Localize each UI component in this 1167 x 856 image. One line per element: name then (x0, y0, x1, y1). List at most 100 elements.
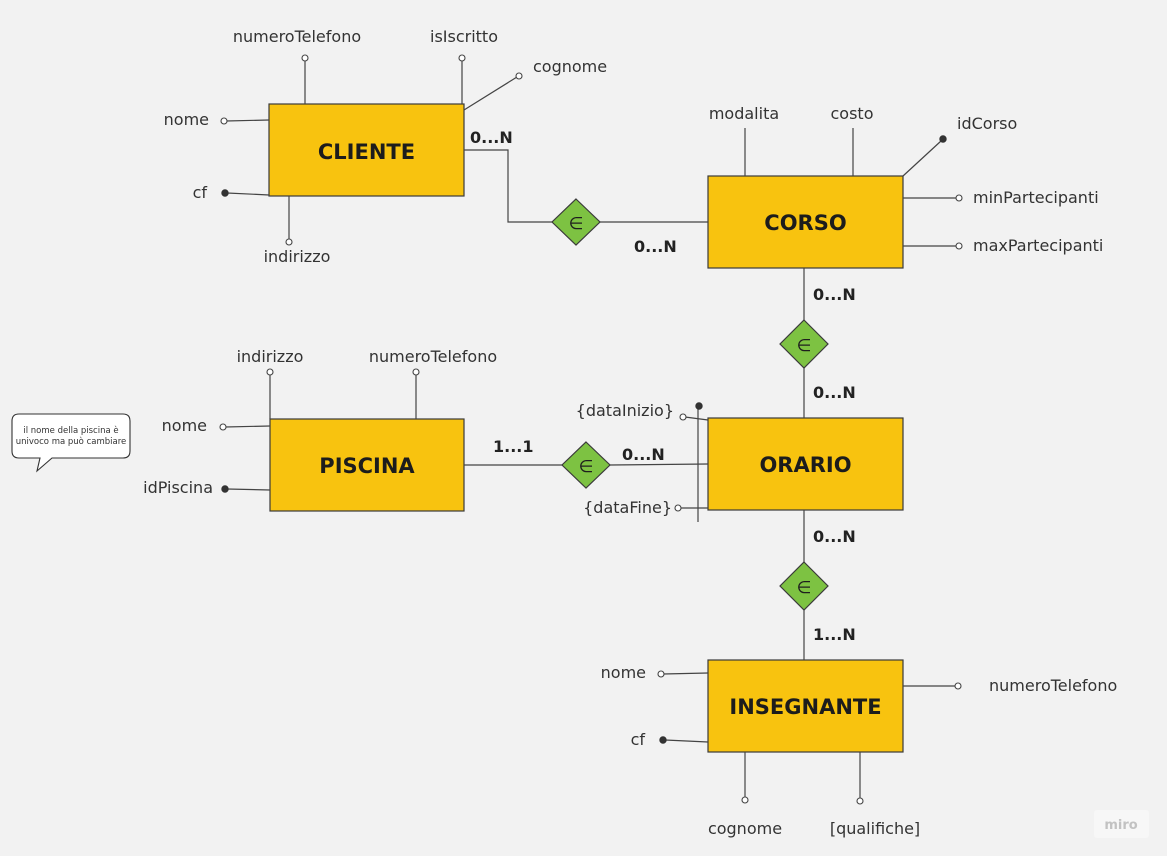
attr-open-dot-icon (954, 682, 962, 690)
attr-orario-composite-id[interactable] (695, 402, 703, 522)
attr-label: costo (831, 104, 874, 123)
attr-cliente-nome[interactable]: nome (164, 110, 270, 129)
attr-insegnante-cf[interactable]: cf (631, 730, 709, 749)
attr-label: numeroTelefono (989, 676, 1117, 695)
attr-open-dot-icon (679, 413, 687, 421)
attr-orario-dataInizio[interactable]: {dataInizio} (576, 401, 709, 421)
attr-label: nome (164, 110, 209, 129)
attr-insegnante-qualifiche[interactable]: [qualifiche] (830, 752, 920, 838)
attr-key-dot-icon (695, 402, 703, 410)
attr-label: nome (162, 416, 207, 435)
attr-label: modalita (709, 104, 779, 123)
entity-orario-box[interactable] (707, 417, 904, 511)
attr-cliente-cf[interactable]: cf (193, 183, 270, 202)
entity-cliente[interactable]: CLIENTE (268, 103, 465, 197)
relationship-diamond[interactable] (561, 441, 611, 489)
attr-cliente-numeroTelefono[interactable]: numeroTelefono (233, 27, 361, 104)
attr-open-dot-icon (741, 796, 749, 804)
attr-label: isIscritto (430, 27, 498, 46)
attr-piscina-idPiscina[interactable]: idPiscina (143, 478, 271, 497)
attr-open-dot-icon (219, 423, 227, 431)
entity-cliente-box[interactable] (268, 103, 465, 197)
attr-label: numeroTelefono (233, 27, 361, 46)
relationship-piscina-orario[interactable]: ∈ 1...1 0...N (464, 437, 709, 489)
attr-label: [qualifiche] (830, 819, 920, 838)
cardinality-label: 0...N (813, 527, 856, 546)
cardinality-label: 0...N (813, 285, 856, 304)
cardinality-label: 0...N (634, 237, 677, 256)
miro-watermark: miro (1094, 810, 1149, 838)
attr-label: {dataFine} (583, 498, 672, 517)
attr-corso-minPartecipanti[interactable]: minPartecipanti (903, 188, 1099, 207)
attr-corso-idCorso[interactable]: idCorso (902, 114, 1017, 177)
attr-open-dot-icon (458, 54, 466, 62)
attr-corso-modalita[interactable]: modalita (709, 104, 779, 176)
relationship-diamond[interactable] (779, 561, 829, 611)
attr-label: maxPartecipanti (973, 236, 1103, 255)
attr-open-dot-icon (955, 194, 963, 202)
attr-piscina-indirizzo[interactable]: indirizzo (237, 347, 304, 419)
relationship-symbol: ∈ (797, 336, 812, 356)
attr-cliente-indirizzo[interactable]: indirizzo (264, 196, 331, 266)
entity-corso[interactable]: CORSO (707, 175, 904, 269)
relationship-symbol: ∈ (579, 457, 594, 477)
attr-open-dot-icon (285, 238, 293, 246)
attr-key-dot-icon (221, 485, 229, 493)
relationship-orario-insegnante[interactable]: ∈ 0...N 1...N (779, 510, 856, 660)
entity-piscina[interactable]: PISCINA (269, 418, 465, 512)
attr-label: indirizzo (264, 247, 331, 266)
attr-label: cognome (708, 819, 782, 838)
attr-label: minPartecipanti (973, 188, 1099, 207)
relationship-symbol: ∈ (569, 214, 584, 234)
note-callout[interactable]: il nome della piscina è univoco ma può c… (11, 413, 131, 473)
attr-insegnante-numeroTelefono[interactable]: numeroTelefono (903, 676, 1117, 695)
entity-orario-label: ORARIO (759, 453, 851, 477)
miro-logo-text: miro (1104, 818, 1137, 833)
speech-bubble-icon (11, 413, 131, 473)
entity-corso-label: CORSO (764, 211, 846, 235)
entity-insegnante-label: INSEGNANTE (729, 695, 881, 719)
entity-orario[interactable]: ORARIO (707, 417, 904, 511)
relationship-diamond[interactable] (551, 198, 601, 246)
attr-corso-maxPartecipanti[interactable]: maxPartecipanti (903, 236, 1103, 255)
attr-key-dot-icon (659, 736, 667, 744)
entity-corso-box[interactable] (707, 175, 904, 269)
cardinality-label: 0...N (470, 128, 513, 147)
attr-piscina-numeroTelefono[interactable]: numeroTelefono (369, 347, 497, 419)
attr-label: cf (193, 183, 208, 202)
attr-insegnante-nome[interactable]: nome (601, 663, 709, 682)
attr-open-dot-icon (955, 242, 963, 250)
attr-open-dot-icon (301, 54, 309, 62)
relationship-diamond[interactable] (779, 319, 829, 369)
attr-open-dot-icon (412, 368, 420, 376)
attr-open-dot-icon (657, 670, 665, 678)
attr-open-dot-icon (220, 117, 228, 125)
attr-orario-dataFine[interactable]: {dataFine} (583, 498, 708, 517)
cardinality-label: 1...1 (493, 437, 534, 456)
note-line-2: univoco ma può cambiare (16, 436, 126, 447)
attr-cliente-isIscritto[interactable]: isIscritto (430, 27, 498, 104)
attr-label: nome (601, 663, 646, 682)
attr-open-dot-icon (856, 797, 864, 805)
attr-insegnante-cognome[interactable]: cognome (708, 752, 782, 838)
entity-cliente-label: CLIENTE (318, 140, 415, 164)
entity-piscina-label: PISCINA (319, 454, 415, 478)
attr-label: cf (631, 730, 646, 749)
entity-insegnante[interactable]: INSEGNANTE (707, 659, 904, 753)
attr-open-dot-icon (266, 368, 274, 376)
entity-piscina-box[interactable] (269, 418, 465, 512)
attr-cliente-cognome[interactable]: cognome (463, 57, 607, 111)
attr-corso-costo[interactable]: costo (831, 104, 874, 176)
attr-key-dot-icon (221, 189, 229, 197)
attr-open-dot-icon (674, 504, 682, 512)
attr-label: {dataInizio} (576, 401, 674, 420)
relationship-corso-orario[interactable]: ∈ 0...N 0...N (779, 268, 856, 418)
entity-insegnante-box[interactable] (707, 659, 904, 753)
attr-label: idCorso (957, 114, 1017, 133)
cardinality-label: 0...N (813, 383, 856, 402)
cardinality-label: 1...N (813, 625, 856, 644)
attr-label: indirizzo (237, 347, 304, 366)
relationship-cliente-corso[interactable]: ∈ 0...N 0...N (464, 128, 708, 256)
attr-piscina-nome[interactable]: nome (162, 416, 271, 435)
